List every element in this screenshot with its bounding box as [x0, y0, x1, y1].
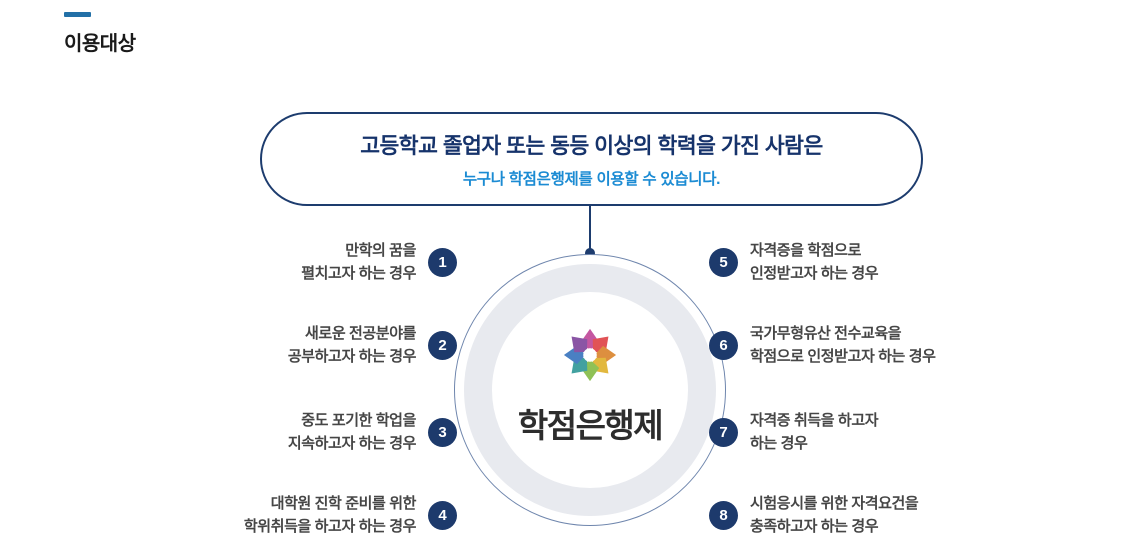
- number-badge: 2: [428, 330, 457, 360]
- number-badge: 3: [428, 417, 457, 447]
- eligibility-banner: 고등학교 졸업자 또는 동등 이상의 학력을 가진 사람은 누구나 학점은행제를…: [260, 112, 923, 206]
- banner-subtitle: 누구나 학점은행제를 이용할 수 있습니다.: [462, 171, 721, 188]
- center-circle-ring: [464, 264, 716, 516]
- number-badge: 7: [709, 417, 738, 447]
- connector-dot: [585, 248, 595, 258]
- number-badge: 6: [709, 330, 738, 360]
- credit-bank-logo-text: 학점은행제: [517, 407, 664, 444]
- section-accent-dash: [64, 12, 91, 17]
- number-badge: 1: [428, 247, 457, 277]
- flower-pinwheel-icon: [563, 328, 617, 382]
- banner-title: 고등학교 졸업자 또는 동등 이상의 학력을 가진 사람은: [360, 134, 823, 158]
- section-title: 이용대상: [64, 33, 136, 55]
- number-badge: 4: [428, 500, 457, 530]
- connector-line: [589, 206, 591, 249]
- number-badge: 8: [709, 500, 738, 530]
- number-badge: 5: [709, 247, 738, 277]
